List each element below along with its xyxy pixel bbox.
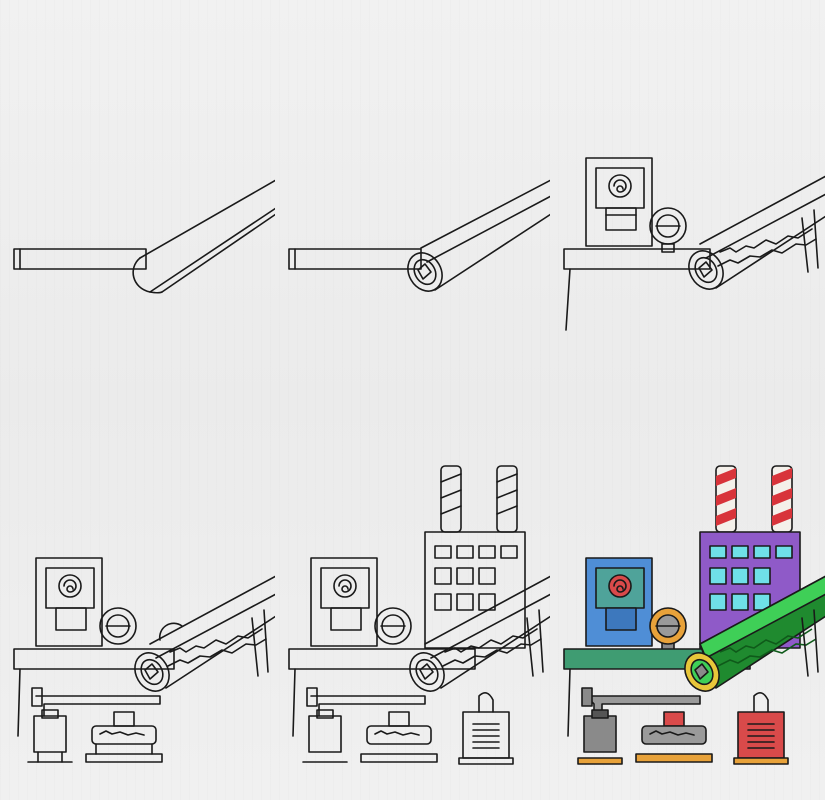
tray bbox=[636, 712, 712, 762]
generator bbox=[734, 693, 788, 764]
roller bbox=[128, 647, 176, 698]
press bbox=[303, 710, 347, 762]
machine bbox=[36, 558, 102, 646]
pipe bbox=[307, 688, 425, 716]
factory bbox=[425, 466, 525, 648]
roller bbox=[682, 245, 730, 296]
machine bbox=[586, 158, 652, 246]
gear bbox=[100, 608, 136, 644]
step-3-drawing bbox=[550, 0, 825, 400]
roller bbox=[678, 647, 726, 698]
step-5-drawing bbox=[275, 400, 550, 800]
step-2-panel bbox=[275, 0, 550, 400]
step-2-drawing bbox=[275, 0, 550, 400]
tray bbox=[361, 712, 437, 762]
step-6-drawing bbox=[550, 400, 825, 800]
tray bbox=[86, 712, 162, 762]
platform bbox=[289, 649, 475, 736]
gear bbox=[650, 208, 686, 252]
gear bbox=[375, 608, 411, 644]
step-1-drawing bbox=[0, 0, 275, 400]
conveyor-belt bbox=[425, 576, 550, 688]
platform bbox=[289, 249, 421, 269]
conveyor-belt bbox=[150, 576, 275, 688]
conveyor-belt bbox=[421, 180, 550, 290]
press bbox=[578, 710, 622, 764]
gear bbox=[650, 608, 686, 650]
belt-arc bbox=[160, 623, 182, 640]
conveyor-belt bbox=[133, 180, 275, 293]
pipe bbox=[32, 688, 160, 716]
generator bbox=[459, 693, 513, 764]
step-4-panel bbox=[0, 400, 275, 800]
step-5-panel bbox=[275, 400, 550, 800]
step-1-panel bbox=[0, 0, 275, 400]
conveyor-belt bbox=[700, 576, 825, 688]
step-6-panel bbox=[550, 400, 825, 800]
machine bbox=[311, 558, 377, 646]
platform bbox=[14, 249, 146, 269]
step-4-drawing bbox=[0, 400, 275, 800]
press bbox=[28, 710, 72, 762]
roller bbox=[403, 647, 451, 698]
machine bbox=[586, 558, 652, 646]
roller bbox=[401, 247, 449, 298]
platform bbox=[14, 649, 174, 736]
conveyor-belt bbox=[700, 176, 825, 288]
step-3-panel bbox=[550, 0, 825, 400]
platform bbox=[564, 249, 710, 330]
